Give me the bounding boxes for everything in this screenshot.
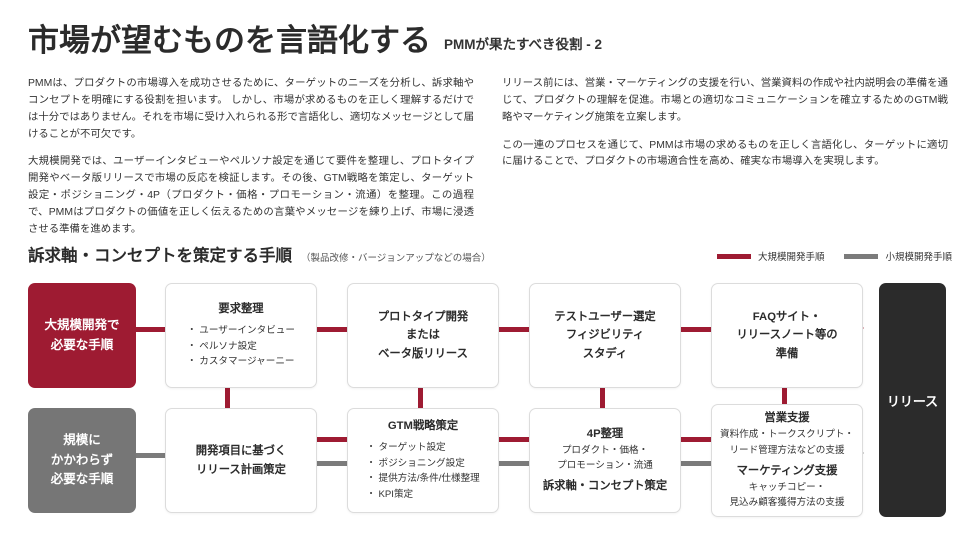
section-title: 訴求軸・コンセプトを策定する手順: [28, 247, 292, 265]
process-diagram: 大規模開発で 必要な手順 規模に かかわらず 必要な手順 要求整理 ・ ユーザー…: [0, 275, 974, 525]
connector-red: [312, 327, 352, 332]
card-subline: キャッチコピー・: [748, 481, 826, 493]
card-title: 営業支援: [764, 412, 810, 425]
process-card-prototype[interactable]: プロトタイプ開発 または ベータ版リリース: [347, 283, 499, 388]
legend: 大規模開発手順 小規模開発手順: [716, 249, 952, 263]
release-block[interactable]: リリース: [879, 283, 946, 517]
legend-label: 大規模開発手順: [757, 252, 825, 263]
connector-red-vertical: [418, 385, 423, 415]
page-title: 市場が望むものを言語化する: [28, 23, 431, 58]
connector-red-vertical: [782, 385, 787, 415]
release-label: リリース: [886, 393, 939, 409]
paragraph: リリース前には、営業・マーケティングの支援を行い、営業資料の作成や社内説明会の準…: [502, 78, 948, 123]
process-card-faq[interactable]: FAQサイト・ リリースノート等の 準備: [711, 283, 863, 388]
section-note: （製品改修・バージョンアップなどの場合）: [301, 253, 491, 264]
process-card-test-users[interactable]: テストユーザー選定 フィジビリティ スタディ: [529, 283, 681, 388]
card-line: リリースノート等の: [736, 329, 838, 342]
bullet-item: ・ ユーザーインタビュー: [186, 325, 295, 337]
header: 市場が望むものを言語化する PMMが果たすべき役割 - 2: [28, 23, 603, 58]
legend-swatch-gray: [844, 253, 879, 259]
card-sub-title: 訴求軸・コンセプト策定: [542, 480, 668, 493]
connector-red: [494, 437, 534, 442]
card-line: テストユーザー選定: [554, 310, 656, 323]
card-line: スタディ: [582, 347, 628, 360]
connector-gray: [312, 461, 352, 466]
page-subtitle: PMMが果たすべき役割 - 2: [444, 37, 603, 52]
legend-swatch-red: [716, 253, 751, 259]
card-line: リリース計画策定: [196, 463, 286, 476]
card-line: プロトタイプ開発: [377, 310, 469, 323]
connector-gray: [130, 453, 170, 458]
card-line: フィジビリティ: [565, 329, 645, 342]
card-subline: 資料作成・トークスクリプト・: [719, 429, 855, 441]
card-line: または: [406, 329, 440, 342]
body-columns: PMMは、プロダクトの市場導入を成功させるために、ターゲットのニーズを分析し、訴…: [28, 76, 948, 239]
side-label-any-scale: 規模に かかわらず 必要な手順: [28, 408, 136, 513]
process-card-4p[interactable]: 4P整理 プロダクト・価格・ プロモーション・流通 訴求軸・コンセプト策定: [529, 408, 681, 513]
connector-red: [130, 327, 170, 332]
card-subline: リード管理方法などの支援: [729, 444, 845, 456]
card-title: GTM戦略策定: [387, 420, 459, 433]
process-card-sales-support[interactable]: 営業支援 資料作成・トークスクリプト・ リード管理方法などの支援 マーケティング…: [711, 404, 863, 517]
card-bullets: ・ ユーザーインタビュー ・ ペルソナ設定 ・ カスタマージャーニー: [187, 323, 295, 370]
connector-red: [676, 437, 716, 442]
connector-red-vertical: [600, 385, 605, 415]
card-line: ベータ版リリース: [378, 347, 468, 360]
connector-red-vertical: [225, 385, 230, 415]
side-label-line: 規模に: [63, 433, 101, 448]
legend-label: 小規模開発手順: [885, 252, 952, 263]
side-label-line: 必要な手順: [50, 337, 114, 352]
bullet-item: ・ ペルソナ設定: [186, 340, 257, 352]
card-title: 要求整理: [218, 303, 264, 316]
card-line: 準備: [775, 347, 799, 360]
legend-item-large: 大規模開発手順: [716, 249, 825, 263]
connector-red: [676, 327, 716, 332]
side-label-line: 必要な手順: [50, 472, 114, 487]
bullet-item: ・ ターゲット設定: [366, 442, 446, 454]
bullet-item: ・ KPI策定: [366, 489, 414, 500]
process-card-gtm[interactable]: GTM戦略策定 ・ ターゲット設定 ・ ポジショニング設定 ・ 提供方法/条件/…: [347, 408, 499, 513]
bullet-item: ・ 提供方法/条件/仕様整理: [366, 473, 480, 485]
body-column-right: リリース前には、営業・マーケティングの支援を行い、営業資料の作成や社内説明会の準…: [502, 76, 948, 239]
connector-red: [494, 327, 534, 332]
card-line: 開発項目に基づく: [195, 444, 287, 457]
side-label-line: かかわらず: [50, 452, 114, 467]
bullet-item: ・ カスタマージャーニー: [186, 356, 295, 368]
paragraph: 大規模開発では、ユーザーインタビューやペルソナ設定を通じて要件を整理し、プロトタ…: [28, 156, 474, 235]
connector-gray: [676, 461, 716, 466]
body-column-left: PMMは、プロダクトの市場導入を成功させるために、ターゲットのニーズを分析し、訴…: [28, 76, 474, 239]
card-bullets: ・ ターゲット設定 ・ ポジショニング設定 ・ 提供方法/条件/仕様整理 ・ K…: [366, 440, 480, 502]
side-label-line: 大規模開発で: [44, 318, 120, 333]
connector-red: [312, 437, 352, 442]
process-card-release-plan[interactable]: 開発項目に基づく リリース計画策定: [165, 408, 317, 513]
card-sub-title: マーケティング支援: [736, 465, 838, 477]
side-label-large-scale: 大規模開発で 必要な手順: [28, 283, 136, 388]
card-subline: プロモーション・流通: [557, 460, 653, 471]
legend-item-small: 小規模開発手順: [844, 249, 952, 263]
paragraph: PMMは、プロダクトの市場導入を成功させるために、ターゲットのニーズを分析し、訴…: [28, 78, 474, 140]
connector-gray: [494, 461, 534, 466]
bullet-item: ・ ポジショニング設定: [366, 457, 465, 469]
card-subline: プロダクト・価格・: [561, 444, 649, 456]
card-line: FAQサイト・: [752, 310, 822, 323]
process-card-requirements[interactable]: 要求整理 ・ ユーザーインタビュー ・ ペルソナ設定 ・ カスタマージャーニー: [165, 283, 317, 388]
paragraph: この一連のプロセスを通じて、PMMは市場の求めるものを正しく言語化し、ターゲット…: [502, 139, 948, 168]
card-title: 4P整理: [586, 427, 624, 440]
card-subline: 見込み顧客獲得方法の支援: [729, 497, 845, 509]
section-heading: 訴求軸・コンセプトを策定する手順 （製品改修・バージョンアップなどの場合）: [28, 242, 491, 266]
